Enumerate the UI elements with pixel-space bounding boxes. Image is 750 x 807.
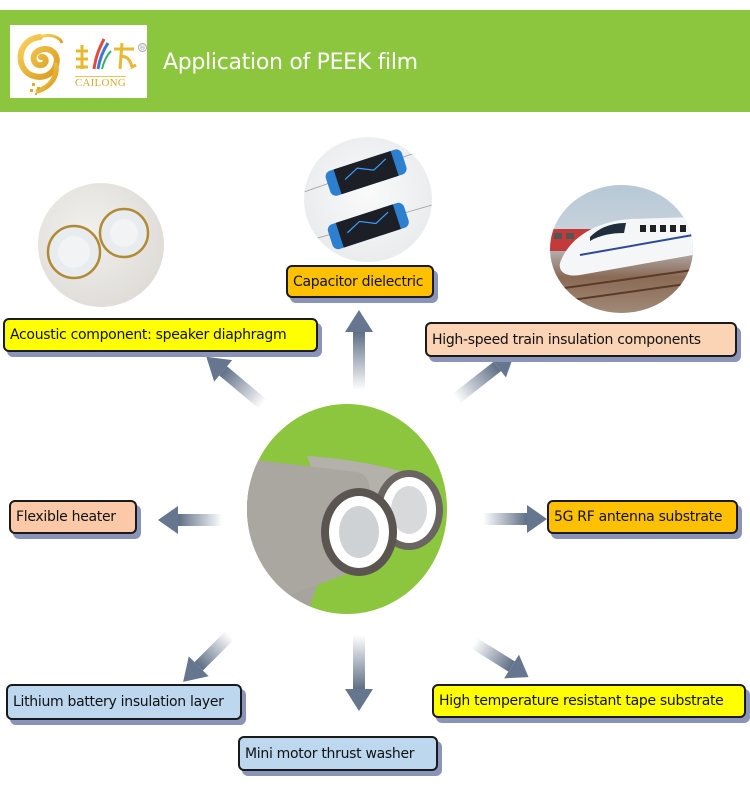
- capacitor-photo: [304, 137, 432, 262]
- page-title: Application of PEEK film: [163, 50, 418, 75]
- arrow-right-icon: [483, 505, 547, 533]
- label-high-temp-tape: High temperature resistant tape substrat…: [432, 684, 746, 718]
- label-flexible-heater: Flexible heater: [9, 500, 137, 534]
- high-speed-train-photo: [550, 185, 693, 313]
- label-capacitor-dielectric: Capacitor dielectric: [286, 265, 434, 298]
- logo-wordmark: CAILONG: [75, 76, 126, 89]
- label-mini-motor-washer: Mini motor thrust washer: [238, 736, 438, 771]
- cailong-logo: CAILONG ®: [10, 25, 147, 98]
- label-acoustic-component: Acoustic component: speaker diaphragm: [3, 318, 318, 352]
- arrow-down-icon: [345, 635, 373, 711]
- arrow-left-icon: [158, 506, 222, 534]
- header-banner: CAILONG ® Application of PEEK film: [0, 10, 750, 112]
- label-lithium-battery: Lithium battery insulation layer: [6, 684, 242, 720]
- label-high-speed-train: High-speed train insulation components: [425, 322, 737, 357]
- arrow-up-left-icon: [206, 356, 267, 409]
- label-5g-rf-antenna: 5G RF antenna substrate: [547, 500, 738, 534]
- film-roll-icon: [247, 456, 443, 614]
- speaker-diaphragm-photo: [38, 183, 164, 307]
- registered-mark: ®: [138, 43, 147, 52]
- peek-film-rolls-center: [247, 404, 447, 614]
- arrow-down-left-icon: [183, 630, 235, 682]
- arrow-down-right-icon: [471, 638, 529, 679]
- dragon-swirl-icon: [17, 33, 137, 95]
- arrow-up-icon: [345, 310, 373, 390]
